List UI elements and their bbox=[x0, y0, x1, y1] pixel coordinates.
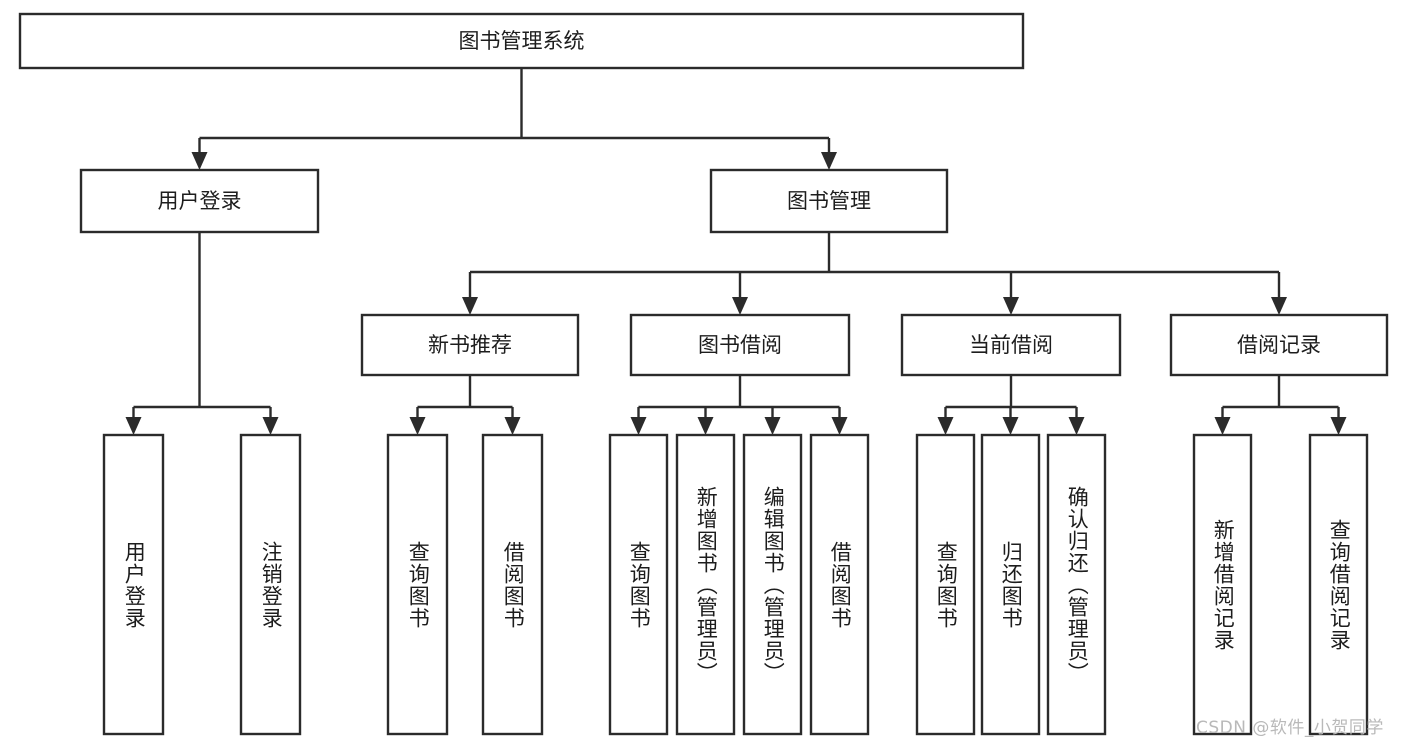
leaf-node-label: 查询图书 bbox=[406, 540, 431, 629]
connector-line bbox=[133, 232, 271, 409]
leaf-node-label: 查询图书 bbox=[627, 540, 652, 629]
connector-line bbox=[470, 232, 1279, 274]
leaf-node-box[interactable] bbox=[742, 433, 803, 736]
connector-line bbox=[638, 375, 840, 409]
arrow-head-icon bbox=[831, 417, 848, 435]
leaf-node-label: 借阅图书 bbox=[501, 540, 526, 629]
level1-node-label: 用户登录 bbox=[158, 189, 242, 213]
arrow-head-icon bbox=[409, 417, 426, 435]
leaf-node-label: 查询借阅记录 bbox=[1327, 518, 1352, 651]
leaf-node-label: 查询图书 bbox=[934, 540, 959, 629]
leaf-node-box[interactable] bbox=[481, 433, 544, 736]
level2-node-box[interactable] bbox=[1169, 313, 1389, 377]
leaf-node-box[interactable] bbox=[239, 433, 302, 736]
arrow-head-icon bbox=[1002, 417, 1019, 435]
leaf-node-box[interactable] bbox=[809, 433, 870, 736]
arrow-head-icon bbox=[462, 297, 478, 315]
leaf-node-box[interactable] bbox=[1046, 433, 1107, 736]
arrow-head-icon bbox=[764, 417, 781, 435]
arrow-head-icon bbox=[697, 417, 714, 435]
arrow-head-icon bbox=[732, 297, 748, 315]
arrow-head-icon bbox=[191, 152, 208, 170]
arrow-head-icon bbox=[1271, 297, 1287, 315]
arrow-head-icon bbox=[1330, 417, 1347, 435]
level2-node-box[interactable] bbox=[900, 313, 1122, 377]
leaf-node-box[interactable] bbox=[915, 433, 976, 736]
level2-node-box[interactable] bbox=[629, 313, 851, 377]
arrow-head-icon bbox=[630, 417, 647, 435]
level2-node-label: 当前借阅 bbox=[969, 333, 1053, 357]
leaf-node-label: 确认归还（管理员） bbox=[1065, 485, 1090, 684]
connector-line bbox=[417, 375, 513, 409]
leaf-node-label: 编辑图书（管理员） bbox=[761, 485, 786, 684]
level1-node-box[interactable] bbox=[79, 168, 320, 234]
arrow-head-icon bbox=[821, 152, 837, 170]
leaf-node-box[interactable] bbox=[1192, 433, 1253, 736]
level1-node-box[interactable] bbox=[709, 168, 949, 234]
arrow-head-icon bbox=[504, 417, 521, 435]
connectors-layer bbox=[125, 68, 1347, 435]
leaf-node-label: 归还图书 bbox=[999, 540, 1024, 629]
connector-line bbox=[1222, 375, 1339, 409]
leaf-node-label: 注销登录 bbox=[259, 540, 284, 629]
arrow-head-icon bbox=[937, 417, 954, 435]
leaf-node-label: 新增借阅记录 bbox=[1211, 518, 1236, 651]
csdn-watermark: CSDN @软件_小贺同学 bbox=[1196, 718, 1384, 738]
arrow-head-icon bbox=[1068, 417, 1085, 435]
leaf-node-box[interactable] bbox=[386, 433, 449, 736]
root-node-box[interactable] bbox=[18, 12, 1025, 70]
level1-node-label: 图书管理 bbox=[787, 189, 871, 213]
arrow-head-icon bbox=[1214, 417, 1231, 435]
leaf-node-box[interactable] bbox=[102, 433, 165, 736]
connector-line bbox=[945, 375, 1077, 409]
level2-node-label: 图书借阅 bbox=[698, 333, 782, 357]
root-node-label: 图书管理系统 bbox=[459, 29, 585, 53]
level2-node-box[interactable] bbox=[360, 313, 580, 377]
leaf-node-box[interactable] bbox=[980, 433, 1041, 736]
leaf-node-label: 借阅图书 bbox=[828, 540, 853, 629]
level2-node-label: 新书推荐 bbox=[428, 333, 512, 357]
leaf-node-box[interactable] bbox=[608, 433, 669, 736]
boxes-layer bbox=[18, 12, 1389, 736]
leaf-node-label: 用户登录 bbox=[122, 540, 147, 629]
arrow-head-icon bbox=[262, 417, 279, 435]
leaf-node-box[interactable] bbox=[1308, 433, 1369, 736]
connector-line bbox=[199, 68, 829, 140]
level2-node-label: 借阅记录 bbox=[1237, 333, 1321, 357]
arrow-head-icon bbox=[1003, 297, 1019, 315]
arrow-head-icon bbox=[125, 417, 142, 435]
leaf-node-label: 新增图书（管理员） bbox=[694, 485, 719, 684]
leaf-node-box[interactable] bbox=[675, 433, 736, 736]
